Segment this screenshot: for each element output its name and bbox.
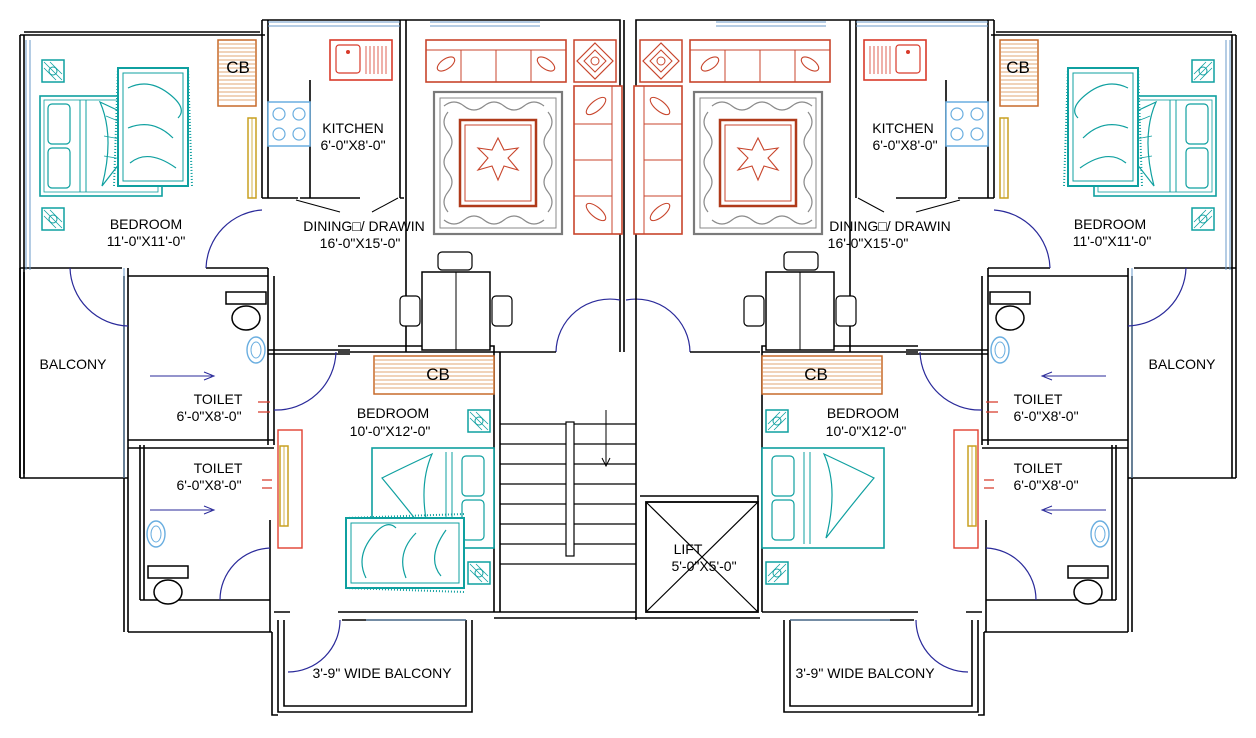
kitchen-title-right: KITCHEN [872,120,934,136]
dining-title-left: DINING□/ DRAWIN [303,218,425,234]
left-unit [19,19,760,716]
lift-size: 5'-0"X5'-0" [671,558,737,574]
bedroom-size-right-big: 11'-0"X11'-0" [1072,233,1152,249]
lift-title: LIFT [673,541,703,557]
wide-balcony-left: 3'-9" WIDE BALCONY [312,665,452,681]
toilet-title-right-1: TOILET [1013,391,1063,407]
bedroom-title-right-small: BEDROOM [826,405,900,421]
kitchen-size-right: 6'-0"X8'-0" [872,137,938,153]
bedroom-size-right-small: 10'-0"X12'-0" [825,423,907,439]
toilet-title-right-2: TOILET [1013,460,1063,476]
dining-size-left: 16'-0"X15'-0" [319,235,401,251]
right-unit [633,19,1237,716]
balcony-right: BALCONY [1148,356,1216,372]
bedroom-title-right-big: BEDROOM [1073,216,1147,232]
balcony-left: BALCONY [39,356,107,372]
bedroom-size-left-big: 11'-0"X11'-0" [106,233,186,249]
toilet-size-left-2: 6'-0"X8'-0" [176,477,242,493]
bedroom-size-left-small: 10'-0"X12'-0" [349,423,431,439]
cb-label-left-bedroom: CB [426,365,450,384]
toilet-size-left-1: 6'-0"X8'-0" [176,408,242,424]
cb-label-right-top: CB [1006,58,1030,77]
kitchen-title-left: KITCHEN [322,120,384,136]
dining-title-right: DINING□/ DRAWIN [829,218,951,234]
lift-shaft [640,495,759,613]
bedroom-title-left-small: BEDROOM [356,405,430,421]
cb-label-left-top: CB [226,58,250,77]
cb-label-right-bedroom: CB [804,365,828,384]
wide-balcony-right: 3'-9" WIDE BALCONY [795,665,935,681]
kitchen-size-left: 6'-0"X8'-0" [320,137,386,153]
dining-size-right: 16'-0"X15'-0" [827,235,909,251]
toilet-title-left-2: TOILET [193,460,243,476]
toilet-title-left-1: TOILET [193,391,243,407]
toilet-size-right-1: 6'-0"X8'-0" [1013,408,1079,424]
bedroom-title-left-big: BEDROOM [109,216,183,232]
toilet-size-right-2: 6'-0"X8'-0" [1013,477,1079,493]
